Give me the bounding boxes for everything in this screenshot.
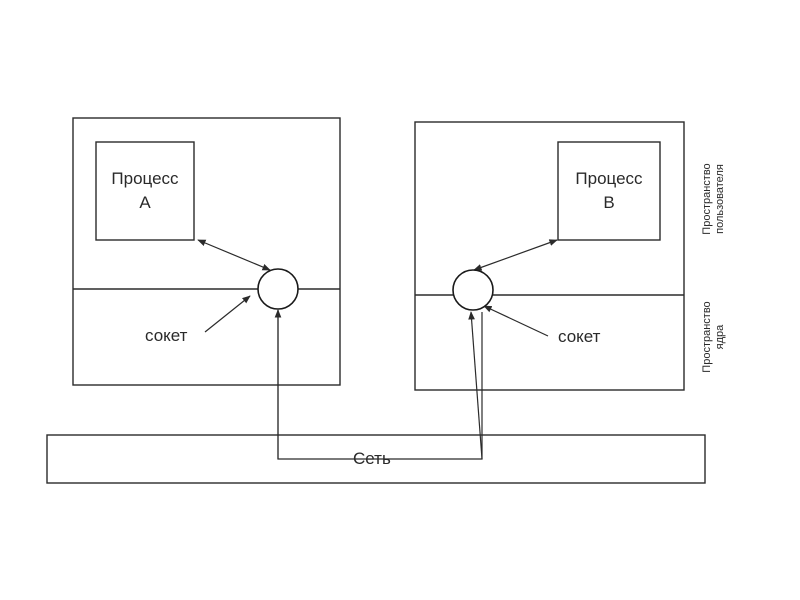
socket-a-label: сокет	[145, 326, 188, 345]
arrow-to-socket-b	[468, 311, 483, 460]
process-b-box	[557, 141, 661, 241]
process-b-label-line1: Процесс	[575, 169, 643, 188]
process-b-label-line2: B	[603, 193, 615, 212]
process-a-label-line1: Процесс	[111, 169, 179, 188]
pointer-socket-a-label	[204, 295, 251, 333]
socket-b-label: сокет	[558, 327, 601, 346]
arrow-process-b-socket	[473, 239, 558, 271]
socket-b-circle	[452, 269, 494, 311]
network-label: Сеть	[353, 449, 391, 468]
process-a-label: Процесс A	[96, 167, 194, 215]
arrow-process-a-socket	[197, 239, 271, 271]
process-a-label-line2: A	[139, 193, 151, 212]
kernel-space-label-line2: ядра	[714, 324, 726, 350]
user-space-label-line1: Пространство	[701, 163, 713, 235]
kernel-space-label-line1: Пространство	[701, 301, 713, 373]
user-space-label-line2: пользователя	[714, 164, 726, 234]
user-space-label: Пространство пользователя	[701, 149, 729, 249]
kernel-space-label: Пространство ядра	[701, 287, 729, 387]
socket-a-circle	[257, 268, 299, 310]
process-b-label: Процесс B	[558, 167, 660, 215]
pointer-socket-b-label	[483, 305, 549, 337]
process-a-box	[95, 141, 195, 241]
